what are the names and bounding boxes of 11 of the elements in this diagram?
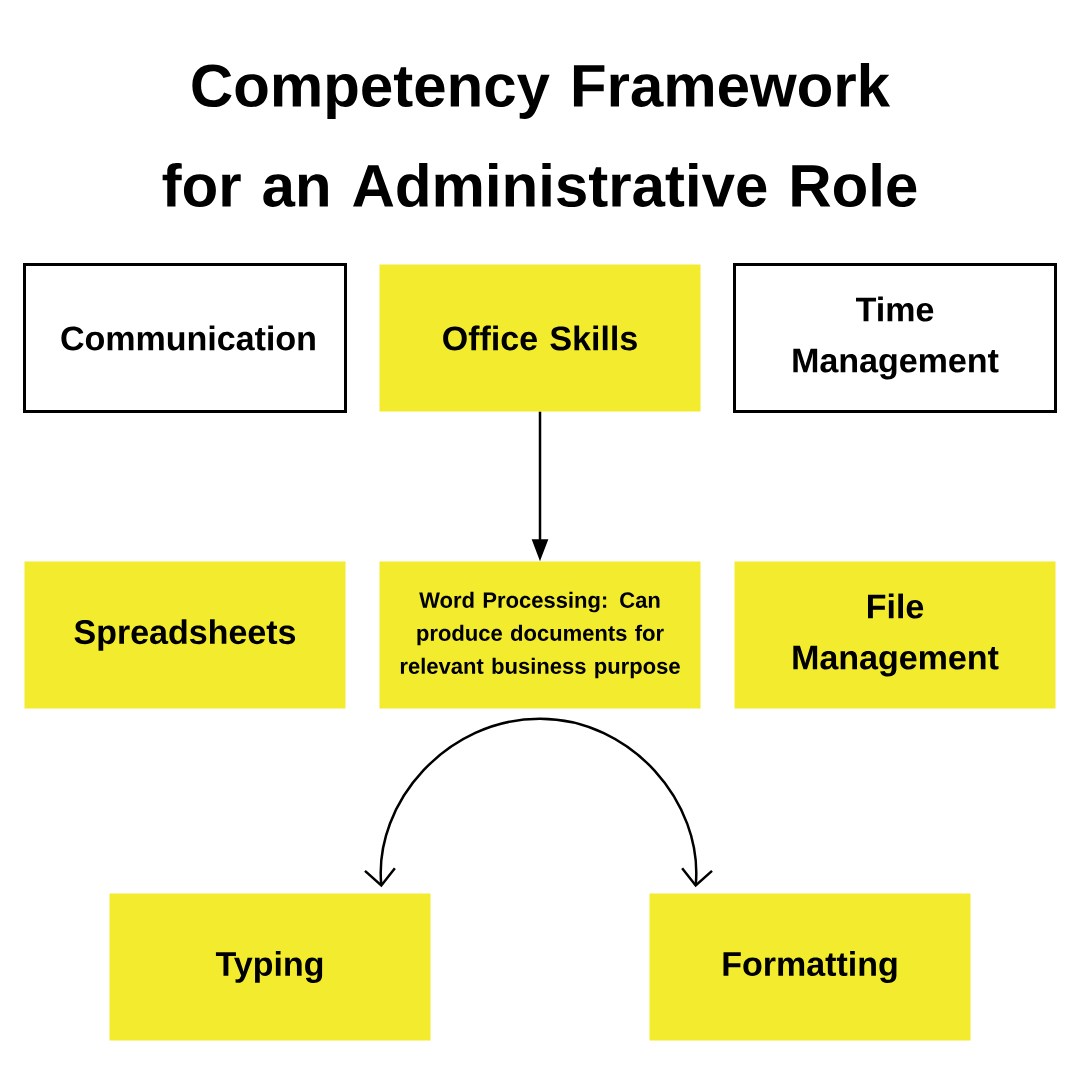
skill-box: Formatting: [649, 893, 971, 1041]
outlined-box: Time Management: [733, 263, 1057, 413]
skill-box: Spreadsheets: [24, 561, 346, 709]
arrow: [539, 717, 713, 888]
skill-box: Word Processing: Can produce documents for relevant business purpose: [379, 561, 701, 709]
skill-box: File Management: [734, 561, 1056, 709]
skill-box: Office Skills: [379, 264, 701, 412]
title: Competency Framework for an Administrative Role: [162, 63, 917, 208]
outlined-box: Communication: [23, 263, 347, 413]
skill-box: Typing: [109, 893, 431, 1041]
arrow: [364, 717, 541, 888]
